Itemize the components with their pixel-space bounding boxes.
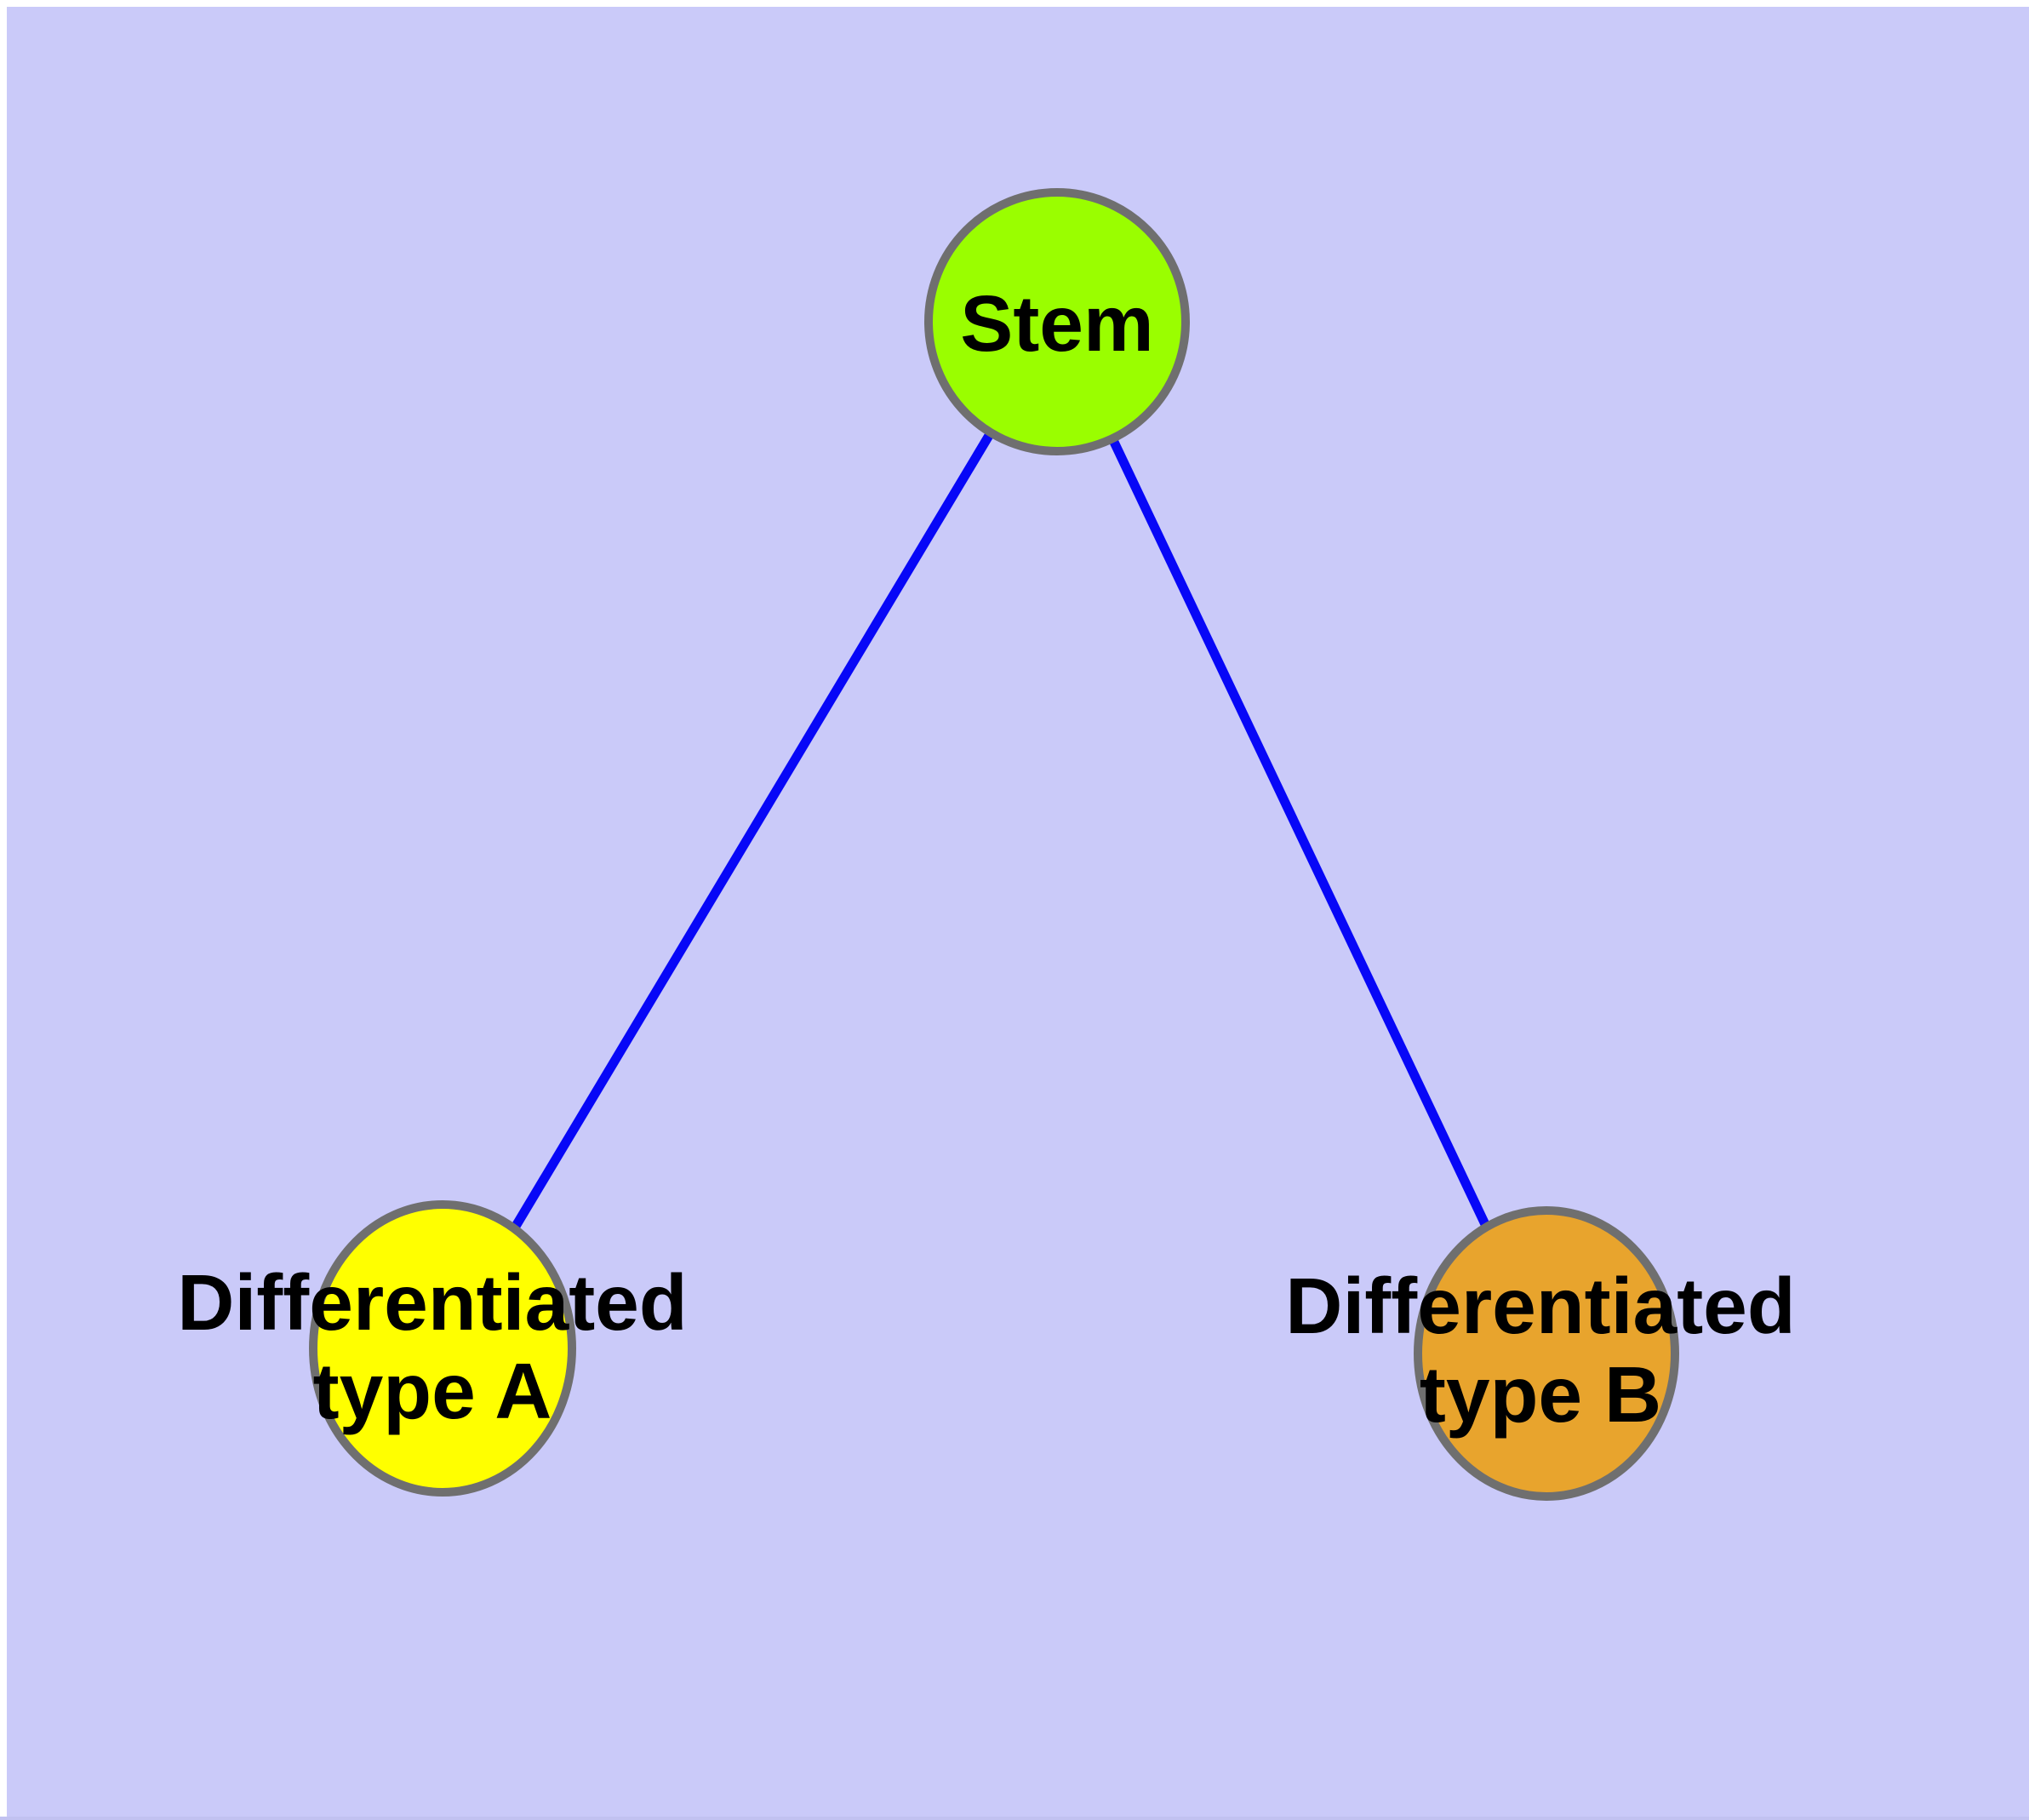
left-margin <box>0 0 7 1820</box>
edge-stem-to-type-b <box>1053 319 1551 1356</box>
node-differentiated-type-b <box>1414 1206 1679 1501</box>
top-margin <box>0 0 2029 7</box>
node-stem <box>924 188 1190 455</box>
edge-stem-to-type-a <box>438 319 1061 1351</box>
bottom-edge-strip <box>0 1817 2029 1820</box>
node-differentiated-type-a <box>309 1200 576 1497</box>
